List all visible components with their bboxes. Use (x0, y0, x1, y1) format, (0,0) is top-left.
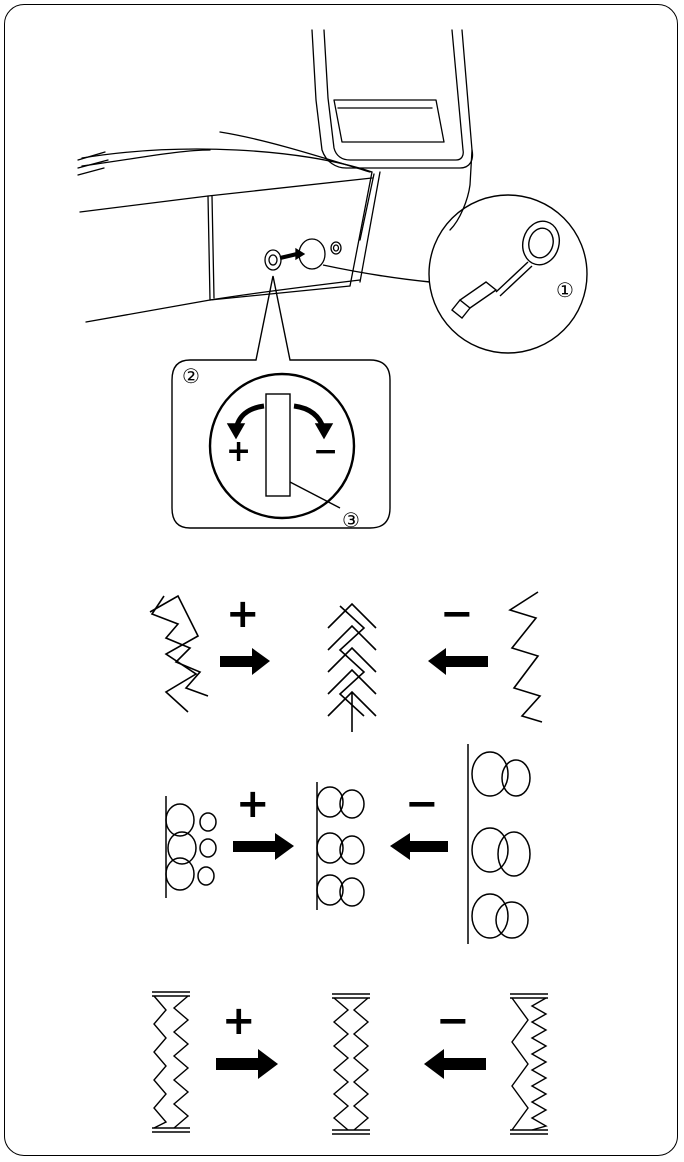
row-circles-minus: − (405, 781, 439, 827)
row-chevron-plus: + (226, 591, 260, 637)
row-chevron-minus: − (440, 591, 474, 637)
dial-minus-sign: − (313, 434, 338, 469)
screwdriver-magnifier (322, 194, 588, 354)
screw-and-dial (264, 238, 342, 271)
callout-2: ② (182, 364, 200, 388)
row-circles (165, 744, 531, 944)
sewing-machine-body (77, 29, 474, 323)
row-zigzag-minus: − (436, 998, 470, 1044)
page-frame (4, 4, 678, 1156)
row-zigzag (152, 991, 548, 1135)
callout-1: ① (556, 278, 574, 302)
row-chevron-arrows (220, 648, 488, 675)
callout-3: ③ (342, 508, 360, 532)
row-circles-plus: + (236, 781, 270, 827)
row-zigzag-plus: + (222, 998, 256, 1044)
dial-plus-sign: + (226, 434, 251, 469)
row-circles-arrows (233, 833, 448, 860)
dial-detail-bubble (171, 275, 391, 529)
row-chevron (149, 591, 543, 732)
row-zigzag-arrows (216, 1049, 486, 1079)
